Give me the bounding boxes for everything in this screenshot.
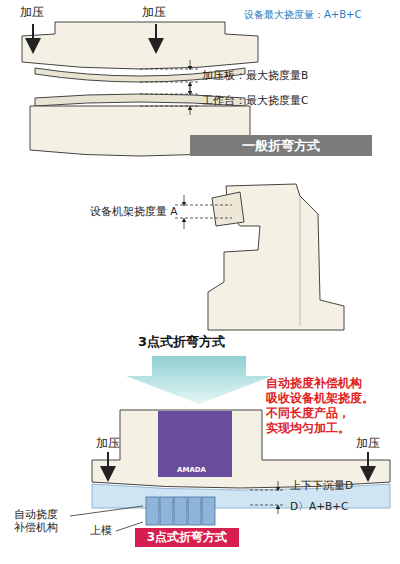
node-text: 3点式折弯方式: [147, 530, 227, 544]
compensation-note: 自动挠度补偿机构 吸收设备机架挠度。 不同长度产品， 实现均匀加工。: [266, 376, 394, 436]
node-text: 一般折弯方式: [242, 138, 320, 153]
force-label: 加压: [356, 436, 380, 451]
table-deflection-label: 工作台：最大挠度量C: [202, 94, 308, 107]
dimension-lines: [250, 481, 284, 514]
compensator-label: 自动挠度 补偿机构: [14, 508, 64, 534]
transition-arrow: [126, 356, 272, 404]
brand-logo: AMADA: [177, 466, 206, 475]
dimension-lines: [175, 195, 232, 229]
max-deflection-note: 设备最大挠度量：A+B+C: [244, 9, 361, 22]
force-label: 加压: [20, 5, 44, 20]
force-arrow: [32, 24, 34, 46]
sink-amount-label: 上下下沉量D: [290, 479, 353, 492]
ram-deflection-label: 加压板：最大挠度量B: [202, 69, 308, 82]
dimension-lines: [140, 60, 198, 115]
force-label: 加压: [142, 5, 166, 20]
force-arrow: [107, 452, 109, 474]
method-band: 一般折弯方式: [190, 135, 372, 156]
method-box: 3点式折弯方式: [135, 528, 239, 547]
frame-side-view: [208, 184, 344, 330]
force-arrow: [155, 24, 157, 46]
upper-die-label: 上模: [90, 524, 112, 538]
force-arrow: [367, 452, 369, 474]
method-heading: 3点式折弯方式: [138, 334, 225, 350]
force-label: 加压: [96, 436, 120, 451]
frame-deflection-label: 设备机架挠度量 A: [90, 205, 178, 218]
sink-condition-label: D〉A+B+C: [290, 500, 348, 513]
